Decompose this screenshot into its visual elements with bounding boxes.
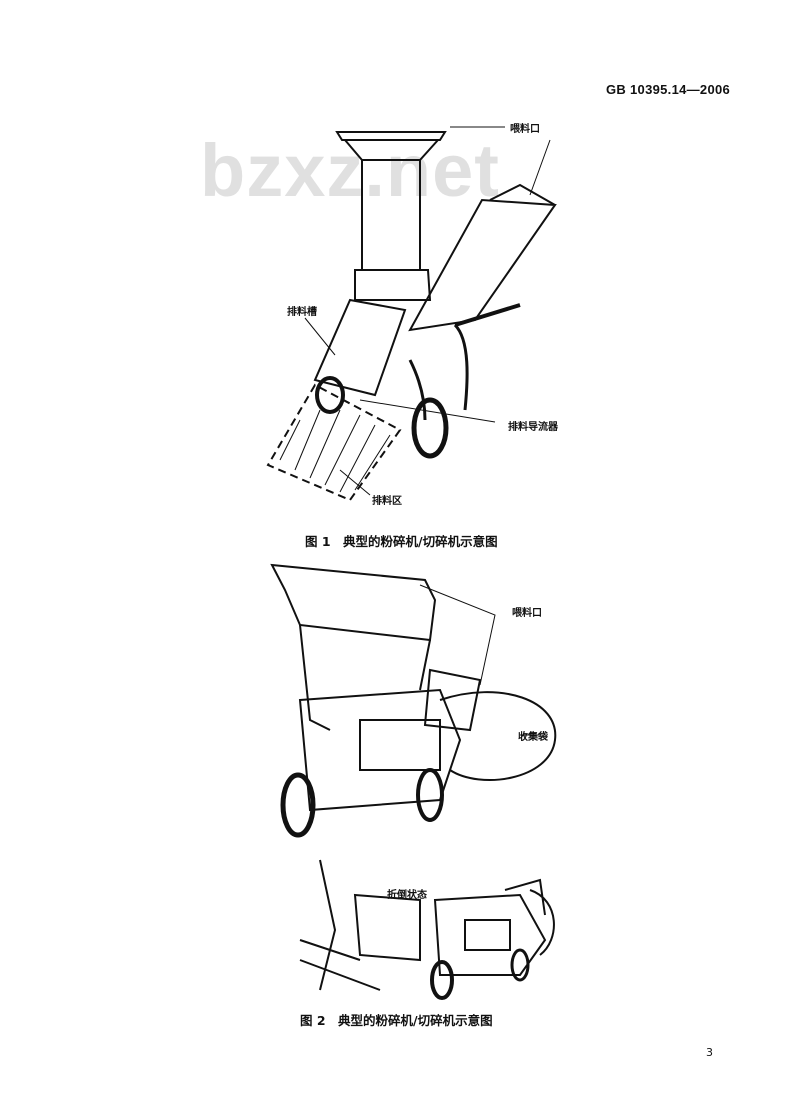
- figure-1-drawing: [266, 126, 557, 502]
- figure-1-caption: 图 1 典型的粉碎机/切碎机示意图: [305, 534, 498, 549]
- label-discharge-chute: 排料槽: [287, 307, 317, 318]
- figure-2-drawing: [270, 563, 557, 1000]
- label-feed-opening: 喂料口: [510, 124, 540, 135]
- standard-number: GB 10395.14—2006: [606, 82, 731, 97]
- watermark: bzxz.net: [200, 129, 500, 212]
- label-feed-opening-2: 喂料口: [512, 608, 542, 619]
- label-folded-state: 折倒状态: [387, 890, 427, 901]
- label-collection-bag: 收集袋: [518, 732, 548, 743]
- label-discharge-deflector: 排料导流器: [508, 422, 558, 433]
- label-discharge-zone: 排料区: [372, 496, 402, 507]
- figure-2-caption: 图 2 典型的粉碎机/切碎机示意图: [300, 1013, 493, 1028]
- page-number: 3: [706, 1046, 713, 1059]
